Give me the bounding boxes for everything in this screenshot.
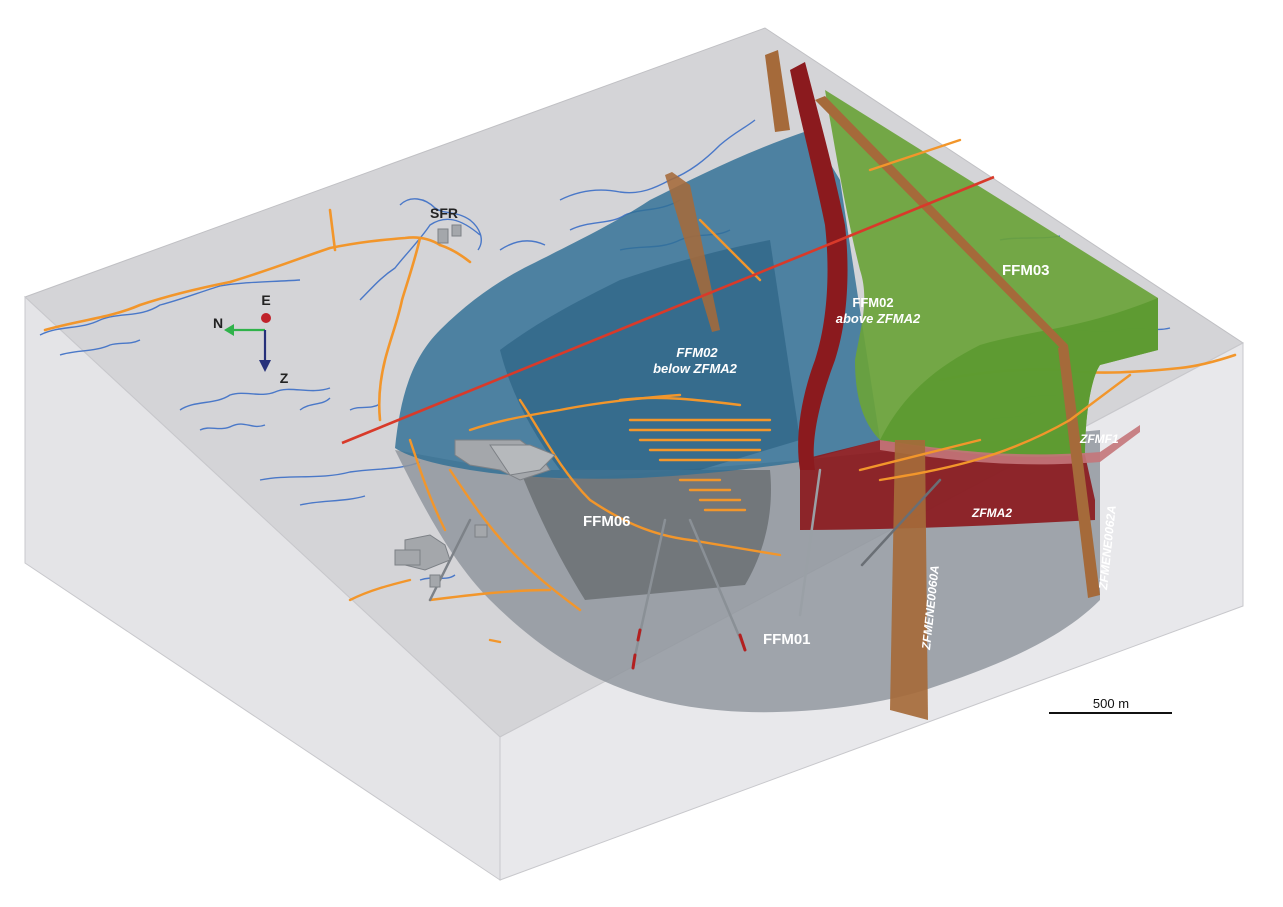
scale-bar-label: 500 m [1093,696,1129,711]
axis-z-label: Z [280,370,289,386]
label-ffm02-below-1: FFM02 [676,345,718,360]
brown-zone-zfmene0060a [765,50,790,132]
label-ffm03: FFM03 [1002,262,1050,279]
section-cut-line [341,175,995,445]
axis-z-arrowhead [259,360,271,372]
axis-e-marker [261,313,271,323]
label-ffm01: FFM01 [763,631,811,648]
label-ffm02-above-1: FFM02 [852,295,893,310]
zfma2-red-ribbon [790,62,848,470]
brown-zone-zfmene0062a-lower [1058,345,1100,598]
axis-n-label: N [213,315,223,331]
brown-zone-zfmene0060a-lower [890,440,928,720]
label-ffm02-above-2: above ZFMA2 [836,311,921,326]
ffm06-volume [520,470,771,600]
scale-bar: 500 m [1049,696,1172,714]
label-zfmf1: ZFMF1 [1079,432,1119,446]
label-sfr: SFR [430,205,458,221]
label-ffm06: FFM06 [583,513,631,530]
axis-e-label: E [261,292,270,308]
label-zfma2: ZFMA2 [971,506,1012,520]
label-ffm02-below-2: below ZFMA2 [653,361,738,376]
brown-zone-zfmene0062a [815,96,1068,350]
orientation-axes: E N Z [213,292,289,386]
facility-buildings [394,224,556,588]
brown-zone-left-top [665,172,720,332]
ffm03-green-face [880,298,1158,462]
axis-n-arrowhead [224,324,234,336]
ffm02-blue-inner [500,240,800,470]
